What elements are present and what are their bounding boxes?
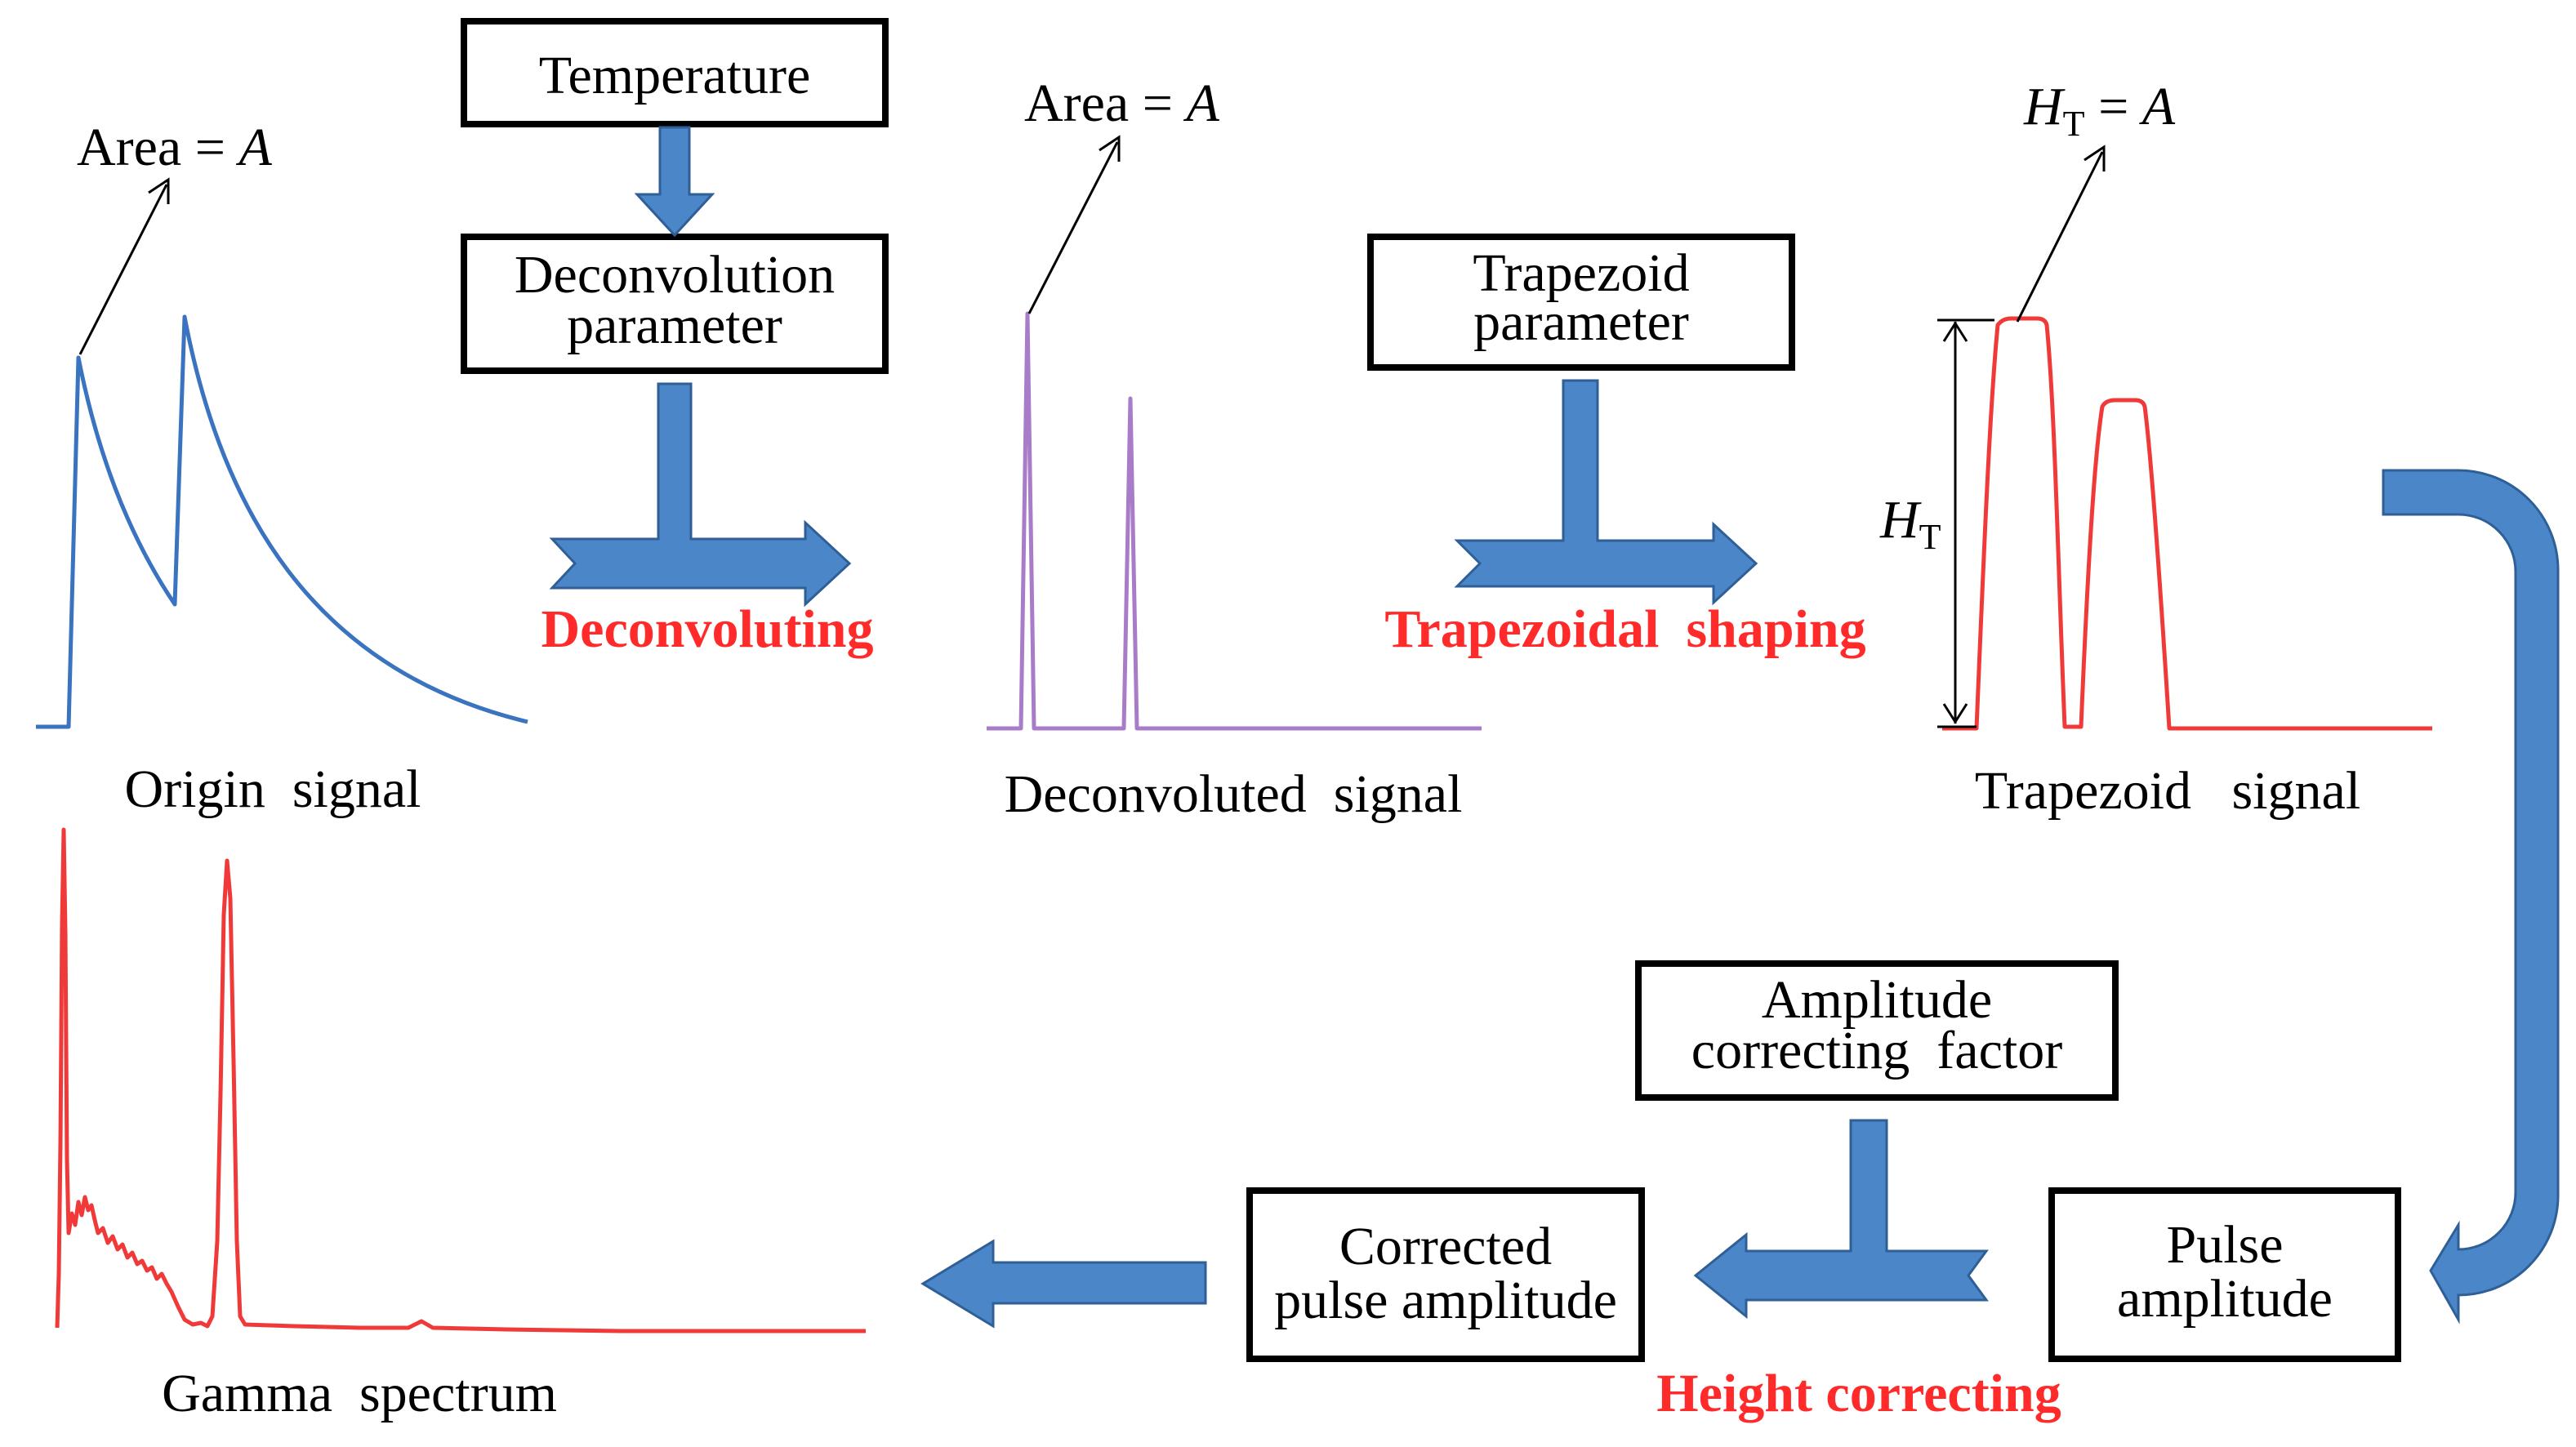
deconvoluted-signal-curve bbox=[987, 311, 1482, 731]
deconvolution-parameter-label-line1: Deconvolution bbox=[515, 245, 835, 305]
trapezoid-parameter-label-line1: Trapezoid bbox=[1473, 243, 1689, 303]
corrected-pulse-amplitude-label-line2: pulse amplitude bbox=[1274, 1271, 1617, 1330]
gamma-spectrum-curve bbox=[55, 827, 866, 1333]
trapezoid-parameter-box: Trapezoid parameter bbox=[1367, 234, 1795, 371]
to-gamma-spectrum-arrow bbox=[920, 1239, 1207, 1329]
deconvoluting-arrow bbox=[549, 382, 852, 608]
gamma-spectrum-plot bbox=[55, 827, 866, 1333]
trapezoid-signal-caption: Trapezoid signal bbox=[1975, 761, 2360, 821]
trapezoid-signal-plot: HT HT = A bbox=[1879, 77, 2432, 731]
deconvoluting-step-label: Deconvoluting bbox=[541, 599, 873, 659]
amplitude-correcting-factor-label-line1: Amplitude bbox=[1762, 970, 1992, 1030]
amplitude-correcting-factor-label-line2: correcting factor bbox=[1691, 1021, 2062, 1080]
temperature-box: Temperature bbox=[461, 18, 889, 127]
deconvoluted-signal-plot: Area = A bbox=[987, 73, 1482, 731]
trapezoid-height-label: HT bbox=[1879, 490, 1941, 557]
trapezoid-height-equals-area-label: HT = A bbox=[2023, 77, 2176, 144]
gamma-spectrum-caption: Gamma spectrum bbox=[162, 1364, 557, 1423]
trapezoidal-shaping-arrow bbox=[1454, 379, 1758, 606]
corrected-pulse-amplitude-box: Corrected pulse amplitude bbox=[1246, 1187, 1645, 1362]
height-correcting-step-label: Height correcting bbox=[1656, 1364, 2061, 1423]
origin-area-pointer-line bbox=[78, 184, 168, 355]
trapezoid-height-pointer-line bbox=[2016, 151, 2104, 323]
height-dimension-bottom-arrowhead bbox=[1942, 703, 1968, 724]
amplitude-correcting-factor-box: Amplitude correcting factor bbox=[1635, 960, 2119, 1101]
origin-signal-caption: Origin signal bbox=[125, 759, 421, 819]
height-correcting-arrow bbox=[1693, 1119, 1989, 1320]
trapezoid-to-pulse-amplitude-curved-arrow bbox=[2382, 469, 2560, 1325]
pulse-amplitude-box: Pulse amplitude bbox=[2048, 1187, 2401, 1362]
deconvoluted-signal-caption: Deconvoluted signal bbox=[1005, 764, 1463, 824]
deconvoluted-area-label: Area = A bbox=[1024, 73, 1219, 133]
origin-area-label: Area = A bbox=[77, 118, 272, 177]
trapezoid-signal-curve bbox=[1942, 316, 2432, 731]
pulse-amplitude-label-line2: amplitude bbox=[2117, 1269, 2333, 1329]
deconvoluted-area-pointer-arrowhead bbox=[1099, 135, 1121, 162]
trapezoid-parameter-label-line2: parameter bbox=[1473, 292, 1689, 352]
pulse-amplitude-label-line1: Pulse bbox=[2166, 1215, 2283, 1275]
origin-signal-curve bbox=[36, 314, 528, 729]
corrected-pulse-amplitude-label-line1: Corrected bbox=[1339, 1217, 1552, 1276]
deconvolution-parameter-box: Deconvolution parameter bbox=[461, 234, 889, 374]
deconvoluted-area-pointer-line bbox=[1027, 141, 1119, 314]
deconvolution-parameter-label-line2: parameter bbox=[567, 296, 782, 355]
trapezoidal-shaping-step-label: Trapezoidal shaping bbox=[1384, 599, 1865, 659]
height-dimension-top-arrowhead bbox=[1942, 321, 1968, 342]
origin-area-pointer-arrowhead bbox=[148, 177, 170, 204]
trapezoid-height-pointer-arrowhead bbox=[2084, 145, 2106, 171]
temperature-to-deconvolution-arrow bbox=[634, 126, 715, 238]
origin-signal-plot: Area = A bbox=[36, 118, 528, 729]
temperature-label: Temperature bbox=[539, 46, 811, 105]
